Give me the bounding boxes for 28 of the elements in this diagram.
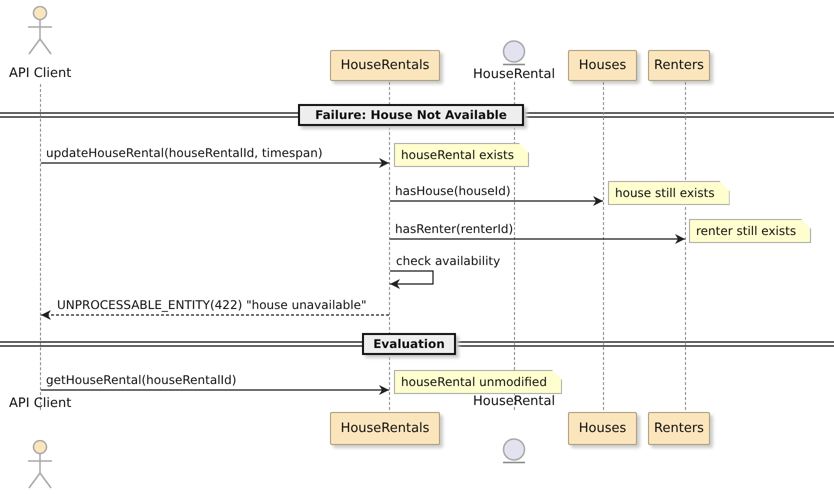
message-label: hasRenter(renterId) — [395, 222, 514, 236]
message-arrow — [390, 270, 434, 289]
participant-box: HouseRentals — [330, 412, 440, 445]
note: houseRental unmodified — [394, 370, 562, 394]
note: renter still exists — [689, 219, 812, 243]
note: houseRental exists — [394, 143, 529, 167]
message-arrow — [390, 196, 603, 206]
message-arrow — [41, 158, 389, 168]
participant-box: HouseRentals — [330, 50, 440, 81]
note: house still exists — [608, 181, 730, 205]
participant-label: API Client — [9, 396, 72, 411]
message-label: getHouseRental(houseRentalId) — [46, 373, 236, 387]
participant-label: HouseRental — [473, 394, 556, 409]
participant-box: Houses — [568, 50, 637, 81]
message-label: UNPROCESSABLE_ENTITY(422) "house unavailable" — [57, 298, 366, 312]
message-label: check availability — [396, 254, 500, 268]
message-label: hasHouse(houseId) — [395, 184, 511, 198]
message-arrow — [41, 385, 389, 395]
participant-box: Houses — [568, 412, 637, 445]
lifeline — [40, 84, 41, 410]
participant-box: Renters — [648, 412, 710, 445]
lifeline — [603, 82, 604, 410]
message-arrow — [390, 234, 685, 244]
participant-label: API Client — [9, 66, 72, 81]
message-arrow — [41, 310, 389, 320]
participant-box: Renters — [648, 50, 710, 81]
message-label: updateHouseRental(houseRentalId, timespan) — [46, 146, 323, 160]
participant-label: HouseRental — [473, 67, 556, 82]
